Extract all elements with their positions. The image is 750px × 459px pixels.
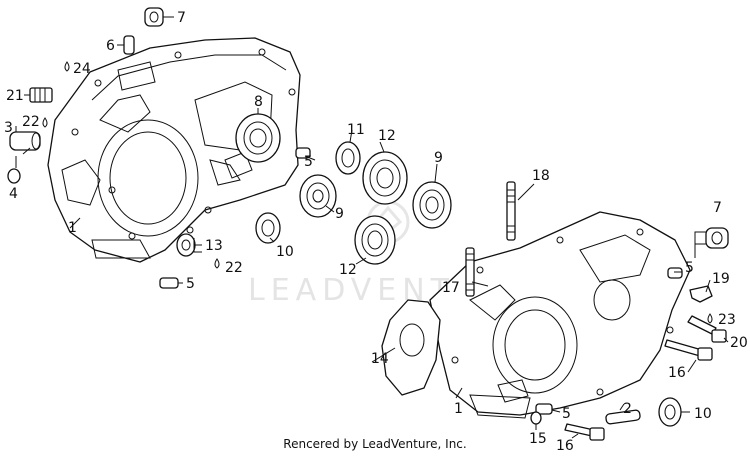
bearing-8: [235, 113, 281, 163]
callout-5: 5: [685, 260, 694, 276]
callout-6: 6: [106, 38, 115, 54]
callout-9: 9: [434, 150, 443, 166]
bushing-7-right: [705, 227, 729, 249]
drop-icon: [214, 258, 220, 269]
ring-13: [176, 233, 196, 257]
callout-16: 16: [556, 438, 574, 454]
callout-11: 11: [347, 122, 365, 138]
washer-15: [530, 411, 542, 425]
seal-11: [335, 141, 361, 175]
callout-18: 18: [532, 168, 550, 184]
pin-2: [605, 409, 641, 425]
callout-12: 12: [339, 262, 357, 278]
callout-2: 2: [623, 401, 632, 417]
callout-9: 9: [335, 206, 344, 222]
bearing-12-lower: [354, 215, 396, 265]
callout-20: 20: [730, 335, 748, 351]
bushing-7-top: [144, 7, 164, 27]
seal-10-left: [255, 212, 281, 244]
callout-13: 13: [205, 238, 223, 254]
right-crankcase-half: [429, 211, 691, 419]
callout-12: 12: [378, 128, 396, 144]
clip-19: [689, 285, 713, 303]
callout-21: 21: [6, 88, 24, 104]
callout-5: 5: [304, 154, 313, 170]
bearing-9-upper: [412, 181, 452, 229]
callout-24: 24: [73, 61, 91, 77]
leader-lines: [15, 16, 729, 439]
bolt-16-upper: [664, 339, 713, 361]
stud-17: [465, 247, 475, 297]
callout-23: 23: [718, 312, 736, 328]
drop-icon: [64, 61, 70, 72]
pin-6: [123, 35, 135, 55]
callout-8: 8: [254, 94, 263, 110]
seal-4: [7, 168, 21, 184]
callout-1: 1: [68, 220, 77, 236]
callout-15: 15: [529, 431, 547, 447]
dowel-5-c: [667, 267, 683, 279]
callout-22: 22: [225, 260, 243, 276]
drop-icon: [42, 117, 48, 128]
bearing-12-upper: [362, 151, 408, 205]
callout-17: 17: [442, 280, 460, 296]
callout-4: 4: [9, 186, 18, 202]
callout-5: 5: [186, 276, 195, 292]
callout-10: 10: [276, 244, 294, 260]
callout-3: 3: [4, 120, 13, 136]
bush-3: [9, 131, 41, 151]
callout-10: 10: [694, 406, 712, 422]
render-credit: Rencered by LeadVenture, Inc.: [283, 437, 467, 451]
dowel-5-b: [159, 277, 179, 289]
callout-16: 16: [668, 365, 686, 381]
callout-22: 22: [22, 114, 40, 130]
callout-19: 19: [712, 271, 730, 287]
dowel-5-a: [295, 147, 311, 159]
callout-7: 7: [177, 10, 186, 26]
drop-icon: [707, 313, 713, 324]
bolt-20: [687, 315, 727, 343]
seal-10-right: [658, 397, 682, 427]
bearing-9-lower: [299, 174, 337, 218]
callout-1: 1: [454, 401, 463, 417]
stud-18: [506, 181, 516, 241]
callout-7: 7: [713, 200, 722, 216]
gasket: [381, 299, 441, 396]
callout-5: 5: [562, 406, 571, 422]
callout-labels: 7 6 24 21 3 22 4 1 8 11 12 9 5 9 10 12 1…: [4, 10, 748, 454]
bolt-16-lower: [564, 423, 605, 441]
plug-21: [29, 87, 53, 103]
callout-14: 14: [371, 351, 389, 367]
dowel-5-d: [535, 403, 553, 415]
